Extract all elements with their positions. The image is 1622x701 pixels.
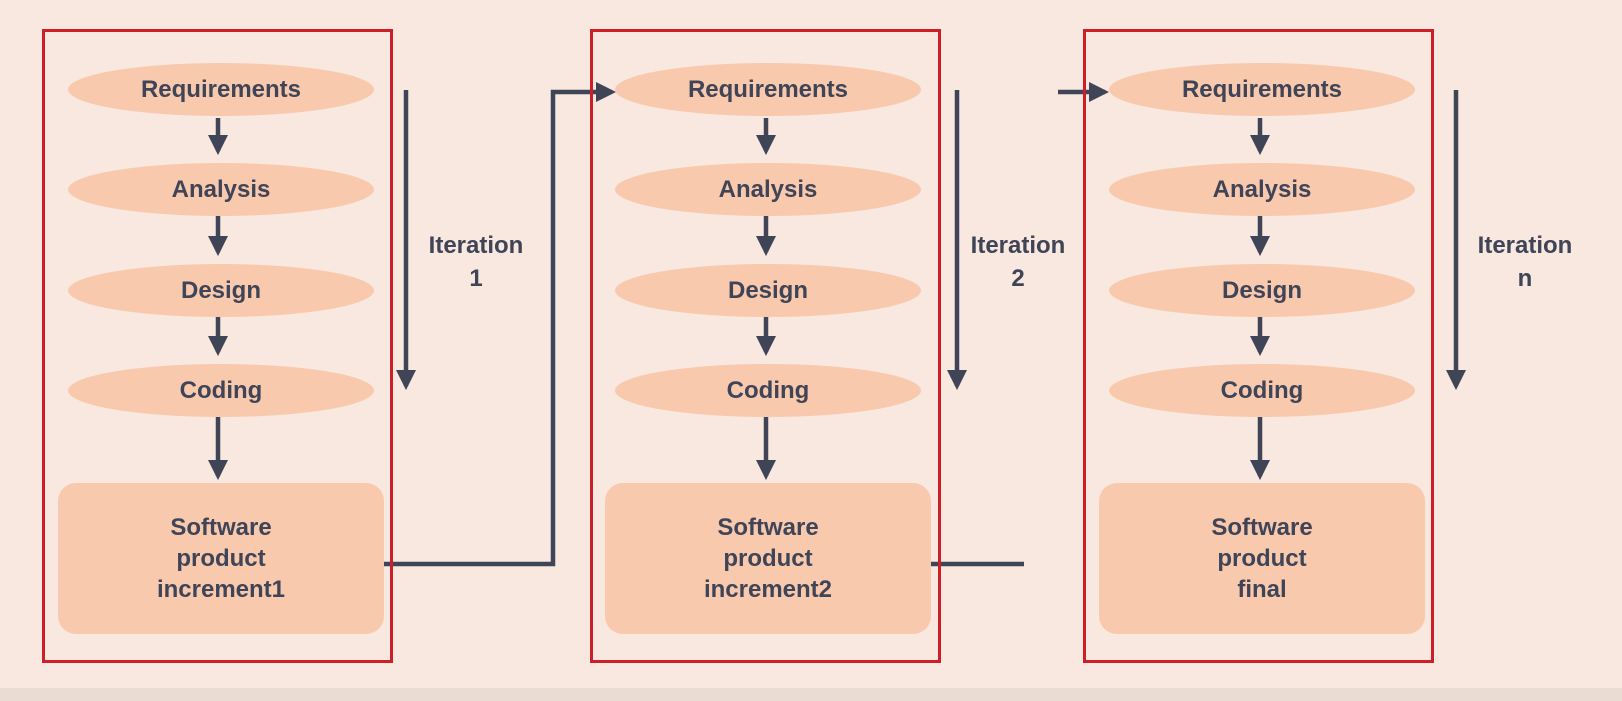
iteration-2-label: Iteration 2 xyxy=(958,229,1078,295)
stage-analysis: Analysis xyxy=(1109,163,1415,216)
iteration-label-number: 2 xyxy=(1011,265,1025,292)
iteration-n-label: Iteration n xyxy=(1465,229,1585,295)
iteration-label-number: 1 xyxy=(469,265,483,292)
stage-requirements: Requirements xyxy=(1109,63,1415,116)
stage-requirements: Requirements xyxy=(615,63,921,116)
stage-design: Design xyxy=(68,264,374,317)
connector-increment1-to-requirements2 xyxy=(384,81,617,567)
product-line: Software xyxy=(1211,514,1313,541)
product-line: Software xyxy=(170,514,272,541)
stage-design: Design xyxy=(615,264,921,317)
product-line: Software xyxy=(717,514,819,541)
product-line: product xyxy=(723,545,813,572)
stage-coding: Coding xyxy=(68,364,374,417)
stage-requirements: Requirements xyxy=(68,63,374,116)
software-product-increment2: Software product increment2 xyxy=(605,483,931,634)
stage-coding: Coding xyxy=(615,364,921,417)
iteration-label-word: Iteration xyxy=(428,232,524,259)
bottom-band xyxy=(0,688,1622,701)
stage-coding: Coding xyxy=(1109,364,1415,417)
iteration-2-frame xyxy=(590,29,941,663)
stage-analysis: Analysis xyxy=(615,163,921,216)
iteration-label-word: Iteration xyxy=(1477,232,1573,259)
iteration-label-word: Iteration xyxy=(970,232,1066,259)
product-line: increment1 xyxy=(156,576,286,603)
product-line: product xyxy=(1217,545,1307,572)
software-product-final: Software product final xyxy=(1099,483,1425,634)
iteration-1-label: Iteration 1 xyxy=(416,229,536,295)
software-product-increment1: Software product increment1 xyxy=(58,483,384,634)
iteration-n-frame xyxy=(1083,29,1434,663)
stage-analysis: Analysis xyxy=(68,163,374,216)
stage-design: Design xyxy=(1109,264,1415,317)
product-line: final xyxy=(1237,576,1287,603)
product-line: product xyxy=(176,545,266,572)
iteration-label-number: n xyxy=(1517,265,1533,292)
iteration-1-frame xyxy=(42,29,393,663)
product-line: increment2 xyxy=(703,576,833,603)
